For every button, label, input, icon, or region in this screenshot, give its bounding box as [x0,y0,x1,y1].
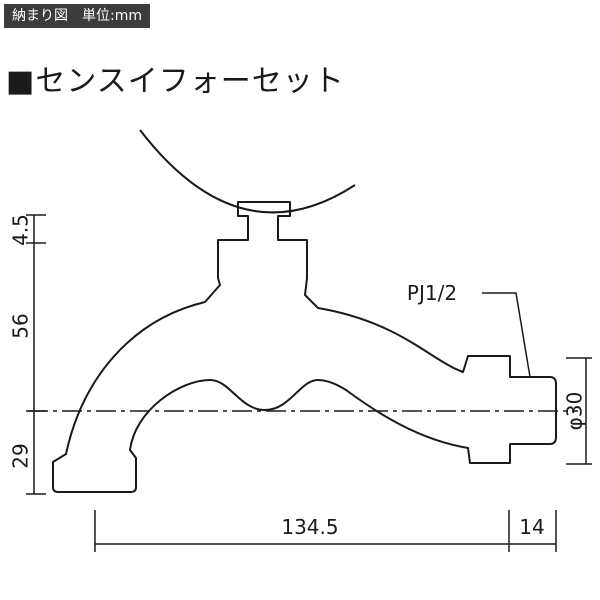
product-title: ■センスイフォーセット [6,64,345,99]
dim-label-vertical-bottom: 29 [9,443,33,468]
dim-label-vertical-top: 4.5 [9,214,33,246]
diameter-dimension-line [566,357,592,465]
dim-label-horizontal-tip: 14 [519,515,544,539]
dim-label-vertical-middle: 56 [9,313,33,338]
dim-label-horizontal-main: 134.5 [281,515,338,539]
faucet-body-outline [52,201,557,493]
thread-callout-label: PJ1/2 [407,281,457,305]
thread-leader-line [482,292,531,378]
drawing-type-badge: 納まり図 単位:mm [4,4,150,28]
handle-arc [139,129,356,214]
dim-label-diameter: φ30 [563,392,587,431]
horizontal-dimension-line [94,510,557,552]
vertical-dimension-line [26,214,46,495]
